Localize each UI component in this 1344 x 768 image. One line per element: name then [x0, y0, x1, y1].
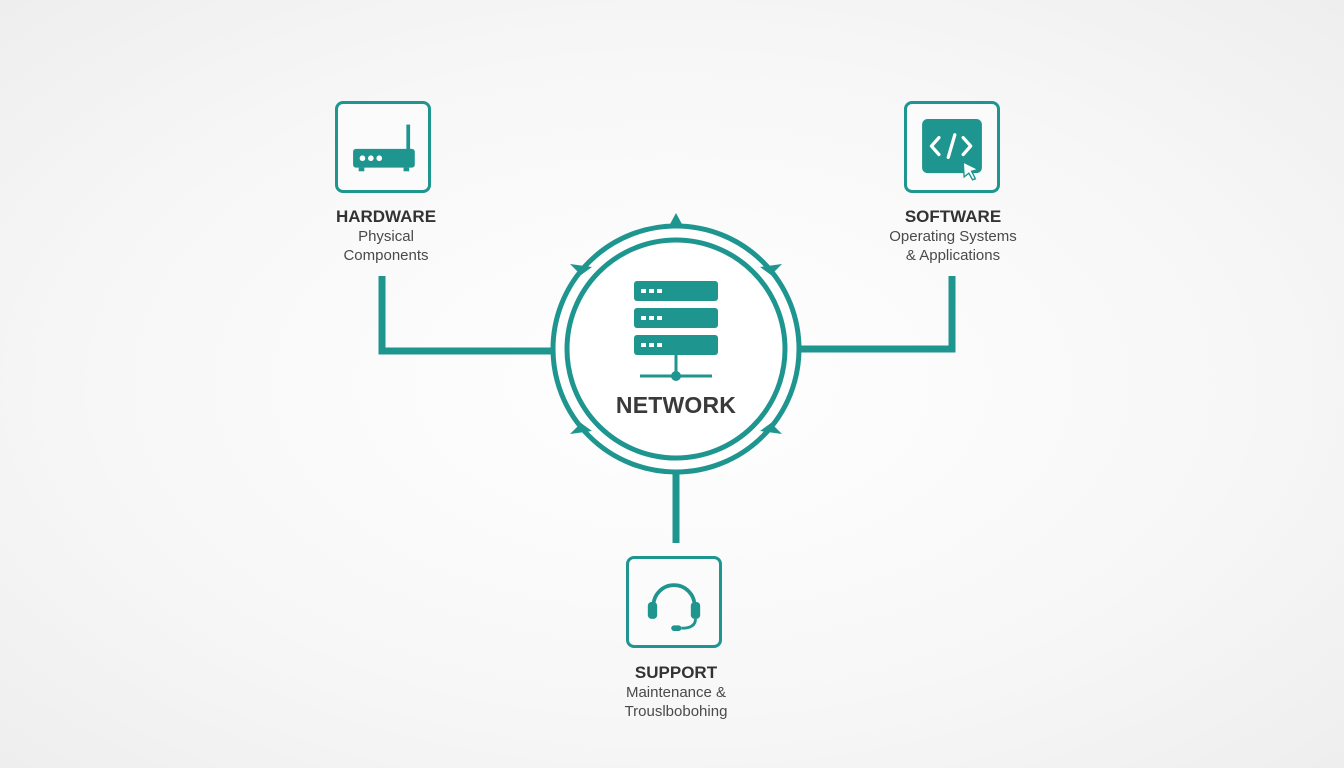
code-window-icon	[922, 118, 982, 181]
software-connector	[796, 276, 956, 353]
hardware-desc-line2: Components	[343, 247, 429, 264]
software-icon-box	[904, 101, 1000, 193]
software-desc-line1: Operating Systems	[889, 228, 1017, 245]
hardware-title: HARDWARE	[335, 207, 437, 226]
support-title: SUPPORT	[634, 663, 718, 682]
software-desc-line2: & Applications	[905, 247, 1001, 264]
support-label: SUPPORT Maintenance & Trouslbobohing	[556, 663, 796, 721]
hardware-icon-box	[335, 101, 431, 193]
hardware-connector	[378, 276, 556, 355]
ring-notch-top	[669, 213, 683, 226]
ring-notch-bottom-left	[570, 423, 592, 434]
support-desc-line1: Maintenance &	[625, 684, 727, 701]
ring-notch-top-left	[570, 264, 592, 275]
software-title: SOFTWARE	[904, 207, 1002, 226]
headset-icon	[647, 583, 701, 631]
ring-notch-bottom-right	[760, 423, 782, 434]
hardware-desc-line1: Physical	[358, 228, 414, 245]
router-icon	[353, 124, 415, 172]
software-label: SOFTWARE Operating Systems & Application…	[833, 207, 1073, 265]
support-desc-line2: Trouslbobohing	[624, 703, 728, 720]
support-icon-box	[626, 556, 722, 648]
server-stack-icon	[634, 281, 718, 381]
ring-notch-top-right	[760, 264, 782, 275]
network-label: NETWORK	[615, 392, 737, 418]
hardware-label: HARDWARE Physical Components	[266, 207, 506, 265]
